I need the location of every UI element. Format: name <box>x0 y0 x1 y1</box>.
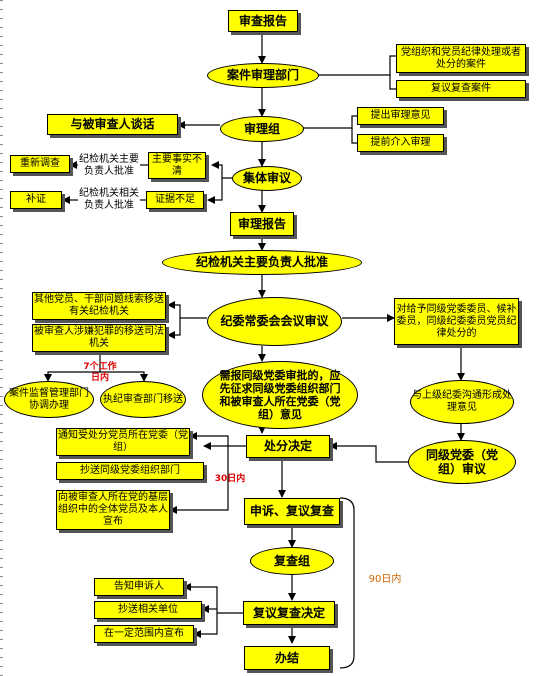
other-clues-node: 其他党员、干部问题线索移送有关纪检机关 <box>32 292 166 320</box>
edge-collective-to-insufficient <box>207 178 223 204</box>
standing-committee-node: 纪委常委会会议审议 <box>207 297 342 346</box>
edge-trial-bracket-lower <box>351 128 357 144</box>
communicate-node: 与上级纪委沟通形成处理意见 <box>410 380 514 424</box>
early-intervene-node: 提前介入审理 <box>357 134 444 152</box>
edge-split-left <box>44 371 100 382</box>
copy-units-node: 抄送相关单位 <box>94 601 202 619</box>
party-case-node: 党组织和党员纪律处理或者处分的案件 <box>396 44 526 73</box>
edge-collective-to-unclear <box>211 161 232 179</box>
review-report-top: 审查报告 <box>228 10 298 32</box>
leader-approve-node: 纪检机关主要负责人批准 <box>162 250 362 275</box>
conclude-node: 办结 <box>244 646 330 670</box>
reexam-decision-node: 复议复查决定 <box>243 601 335 625</box>
enforcement-dept-node: 执纪审查部门移送 <box>100 381 186 418</box>
case-dept-node: 案件审理部门 <box>207 63 319 88</box>
seek-opinion-node: 需报同级党委审批的，应先征求同级党委组织部门和被审查人所在党委（党组）意见 <box>202 361 358 429</box>
edge-decision-to-notify <box>189 432 246 447</box>
edge-trial-bracket <box>303 115 357 129</box>
ninety-days-label: 90日内 <box>368 574 402 585</box>
thirty-days-label: 30日内 <box>214 473 246 484</box>
edge-decision-to-announce <box>169 446 229 514</box>
collective-review-node: 集体审议 <box>232 166 302 191</box>
major-facts-unclear-node: 主要事实不清 <box>148 152 206 179</box>
inform-appellant-node: 告知申诉人 <box>94 578 184 596</box>
appeal-review-node: 申诉、复议复查 <box>244 498 340 525</box>
trial-report-node: 审理报告 <box>230 212 294 236</box>
case-supervision-node: 案件监督管理部门协调办理 <box>4 381 94 418</box>
raise-opinion-node: 提出审理意见 <box>357 107 444 125</box>
same-level-members-node: 对给予同级党委委员、候补委员，同级纪委委员党员纪律处分的 <box>394 298 519 345</box>
same-level-committee-node: 同级党委（党组）审议 <box>408 440 516 484</box>
announce-grassroots-node: 向被审查人所在党的基层组织中的全体党员及本人宣布 <box>56 490 170 530</box>
notify-party-node: 通知受处分党员所在党委（党组） <box>56 428 190 456</box>
edge-split-right <box>100 371 148 382</box>
trial-group-node: 审理组 <box>220 116 304 142</box>
ninety-day-bracket <box>339 497 355 669</box>
leader-in-charge-label-1: 纪检机关主要负责人批准 <box>79 154 139 177</box>
evidence-insufficient-node: 证据不足 <box>146 191 204 209</box>
seven-days-label: 7个工作日内 <box>83 362 117 383</box>
supplement-evidence-node: 补证 <box>10 191 62 209</box>
edge-committee-to-clues <box>167 301 207 319</box>
review-group-node: 复查组 <box>250 547 334 575</box>
reexamine-case-node: 复议复查案件 <box>396 80 526 98</box>
left-edge-dotted-border <box>0 0 3 676</box>
edge-samecommittee-to-decision <box>329 442 408 463</box>
edge-reexam-to-inform <box>183 583 243 614</box>
copy-org-dept-node: 抄送同级党委组织部门 <box>56 462 204 480</box>
edge-dept-bracket-lower <box>389 75 396 90</box>
edge-reexam-to-scope <box>193 613 218 638</box>
punishment-decision-node: 处分决定 <box>246 435 330 458</box>
edge-committee-to-crime <box>167 318 181 339</box>
talk-investigated-node: 与被审查人谈话 <box>47 114 178 135</box>
crime-transfer-node: 被审查人涉嫌犯罪的移送司法机关 <box>32 324 166 352</box>
redo-investigation-node: 重新调查 <box>10 155 70 173</box>
leader-in-charge-label-2: 纪检机关相关负责人批准 <box>79 188 139 211</box>
announce-scope-node: 在一定范围内宣布 <box>94 625 194 643</box>
edge-dept-bracket <box>312 55 396 76</box>
